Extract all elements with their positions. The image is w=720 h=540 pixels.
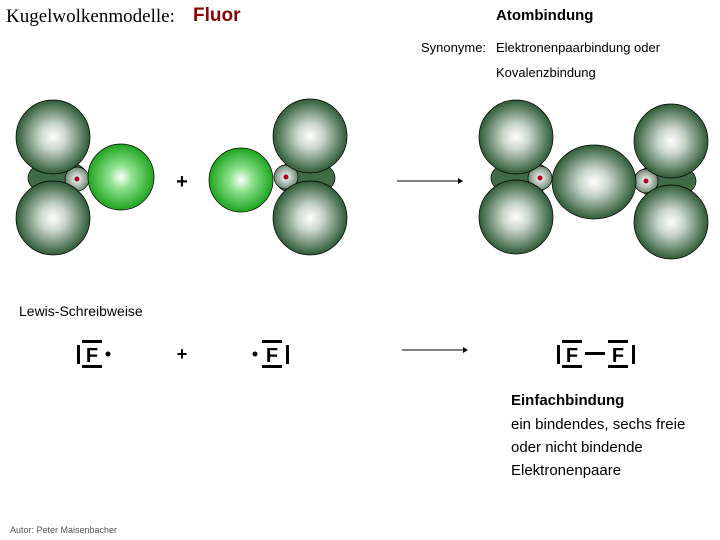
synonyme-label: Synonyme: [421,40,487,55]
lewis-plus-sign: + [177,344,188,364]
fluorine-atom-left [15,99,155,256]
lewis-fluorine-left: F [77,340,111,368]
synonyme-line1: Elektronenpaarbindung oder [496,40,661,55]
lewis-symbol: F [266,345,278,367]
einfachbindung-line3: Elektronenpaare [511,462,622,479]
einfachbindung-heading: Einfachbindung [511,392,625,409]
reaction-arrow [397,178,463,184]
plus-sign: + [176,171,188,193]
lewis-symbol: F [612,345,624,367]
lewis-fluorine-right: F [252,340,289,368]
title-prefix: Kugelwolkenmodelle: [6,6,175,27]
fluorine-molecule [478,99,709,260]
fluorine-atom-right [208,98,348,256]
einfachbindung-line2: oder nicht bindende [511,439,643,456]
atombindung-heading: Atombindung [496,7,594,24]
author: Autor: Peter Maisenbacher [10,525,118,535]
synonyme-line2: Kovalenzbindung [496,65,596,80]
title-element: Fluor [193,5,241,26]
lewis-symbol: F [566,345,578,367]
lewis-fluorine-molecule: F F [557,340,635,368]
lewis-reaction-arrow [402,347,468,353]
einfachbindung-line1: ein bindendes, sechs freie [511,416,686,433]
lewis-heading: Lewis-Schreibweise [19,303,143,319]
lewis-symbol: F [86,345,98,367]
